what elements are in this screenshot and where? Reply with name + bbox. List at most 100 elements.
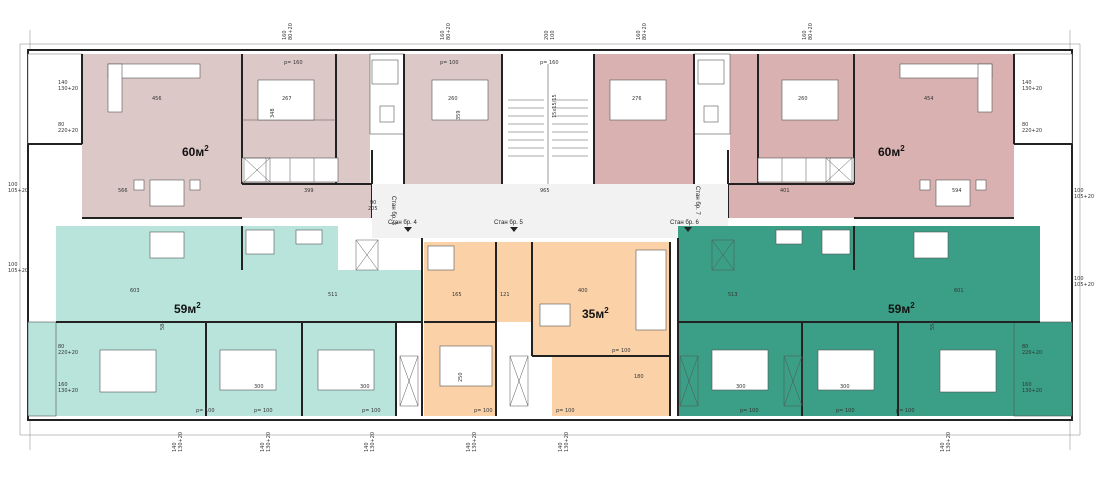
dim-top: 80+20 xyxy=(288,23,294,40)
dim-left: 130+20 xyxy=(58,86,78,92)
dim-room: 566 xyxy=(118,188,128,194)
window-label: p= 100 xyxy=(254,408,273,414)
window-label: p= 160 xyxy=(540,60,559,66)
dim-room: 121 xyxy=(500,292,510,298)
dim-right: 220+20 xyxy=(1022,128,1042,134)
apartment-area-bottom-right: 59м2 xyxy=(888,301,915,316)
shafts xyxy=(243,157,853,407)
window-label: p= 100 xyxy=(440,60,459,66)
entrance-label-4: Стан бр. 4 xyxy=(388,220,417,226)
dim-room: 180 xyxy=(634,374,644,380)
dim-left: 160 xyxy=(58,382,68,388)
dim-bottom: 130+20 xyxy=(178,432,184,452)
dim-room: 300 xyxy=(254,384,264,390)
window-label: p= 100 xyxy=(740,408,759,414)
dim-room: 300 xyxy=(840,384,850,390)
dim-left: 105+20 xyxy=(8,188,28,194)
dim-top: 80+20 xyxy=(446,23,452,40)
window-label: p= 100 xyxy=(836,408,855,414)
window-label: p= 100 xyxy=(556,408,575,414)
dim-right: 140 xyxy=(1022,80,1032,86)
dim-top: 80+20 xyxy=(808,23,814,40)
dim-left: 100 xyxy=(8,262,18,268)
stairwell: 15x15/15 xyxy=(372,54,728,238)
dim-bottom: 130+20 xyxy=(564,432,570,452)
dim-top: 160 xyxy=(636,30,642,40)
dim-room: 965 xyxy=(540,188,550,194)
dim-left: 80 xyxy=(58,344,64,350)
side-dimensions: 140 130+20 80 220+20 100 105+20 100 105+… xyxy=(8,80,1094,394)
dim-room: 90 xyxy=(370,200,376,206)
apartment-area-top-left: 60м2 xyxy=(182,144,209,159)
dim-room: 603 xyxy=(130,288,140,294)
dim-room: 165 xyxy=(452,292,462,298)
dim-room: 260 xyxy=(798,96,808,102)
dim-top: 160 xyxy=(282,30,288,40)
dim-room: 513 xyxy=(728,292,738,298)
entrance-label-7: Стан бр. 7 xyxy=(694,186,700,215)
dim-left: 130+20 xyxy=(58,388,78,394)
dim-room: 601 xyxy=(954,288,964,294)
dim-room: 454 xyxy=(924,96,934,102)
dim-room: 250 xyxy=(458,372,464,382)
dim-room: 511 xyxy=(328,292,338,298)
dim-right: 220+20 xyxy=(1022,350,1042,356)
dim-right: 100 xyxy=(1074,188,1084,194)
entrance-label-3: Стан бр. 3 xyxy=(390,196,396,225)
dim-right: 130+20 xyxy=(1022,388,1042,394)
dim-bottom: 140 xyxy=(260,442,266,452)
dim-right: 105+20 xyxy=(1074,282,1094,288)
apartment-entrance-labels: Стан бр. 3 Стан бр. 4 Стан бр. 5 Стан бр… xyxy=(388,186,700,232)
entrance-label-5: Стан бр. 5 xyxy=(494,220,523,226)
apartment-top-right: 60м2 xyxy=(594,53,1073,219)
dim-room: 584 xyxy=(160,320,166,330)
dim-left: 140 xyxy=(58,80,68,86)
window-label: p= 100 xyxy=(362,408,381,414)
dim-room: 400 xyxy=(578,288,588,294)
dim-room: 276 xyxy=(632,96,642,102)
apartment-area-bottom-left: 59м2 xyxy=(174,301,201,316)
dim-room: 359 xyxy=(456,110,462,120)
apartment-area-top-right: 60м2 xyxy=(878,144,905,159)
entrance-arrow xyxy=(404,227,412,232)
dim-room: 300 xyxy=(360,384,370,390)
dim-right: 80 xyxy=(1022,344,1028,350)
dim-bottom: 140 xyxy=(466,442,472,452)
dim-right: 105+20 xyxy=(1074,194,1094,200)
dim-room: 348 xyxy=(270,108,276,118)
dim-room: 300 xyxy=(736,384,746,390)
dim-bottom: 140 xyxy=(940,442,946,452)
dim-room: 399 xyxy=(304,188,314,194)
dim-bottom: 130+20 xyxy=(370,432,376,452)
dim-room: 267 xyxy=(282,96,292,102)
dim-left: 220+20 xyxy=(58,128,78,134)
dim-right: 100 xyxy=(1074,276,1084,282)
apartment-bottom-center: 35м2 xyxy=(424,242,671,416)
room-dimensions: 456 267 260 348 359 566 399 965 90 205 4… xyxy=(118,96,964,390)
dim-room: 205 xyxy=(368,206,378,212)
dim-left: 220+20 xyxy=(58,350,78,356)
top-dimensions: 160 80+20 160 80+20 200 100 160 80+20 16… xyxy=(282,23,814,40)
dim-room: 594 xyxy=(952,188,962,194)
dim-top: 160 xyxy=(440,30,446,40)
dim-bottom: 130+20 xyxy=(266,432,272,452)
dim-room: 401 xyxy=(780,188,790,194)
entrance-arrow xyxy=(684,227,692,232)
stair-spec: 15x15/15 xyxy=(552,94,558,118)
dim-room: 456 xyxy=(152,96,162,102)
bottom-dimensions: 140 130+20 140 130+20 140 130+20 140 130… xyxy=(172,432,952,452)
window-label: p= 100 xyxy=(474,408,493,414)
window-label: p= 100 xyxy=(612,348,631,354)
dim-room: 554 xyxy=(930,320,936,330)
dim-right: 160 xyxy=(1022,382,1032,388)
dim-bottom: 140 xyxy=(364,442,370,452)
dim-bottom: 140 xyxy=(558,442,564,452)
dim-bottom: 130+20 xyxy=(472,432,478,452)
apartment-bottom-left: 59м2 xyxy=(27,226,423,417)
window-labels: p= 100 p= 100 p= 100 p= 100 p= 100 p= 10… xyxy=(196,60,915,414)
dim-room: 260 xyxy=(448,96,458,102)
entrance-arrow xyxy=(510,227,518,232)
dim-left: 100 xyxy=(8,182,18,188)
window-label: p= 160 xyxy=(284,60,303,66)
